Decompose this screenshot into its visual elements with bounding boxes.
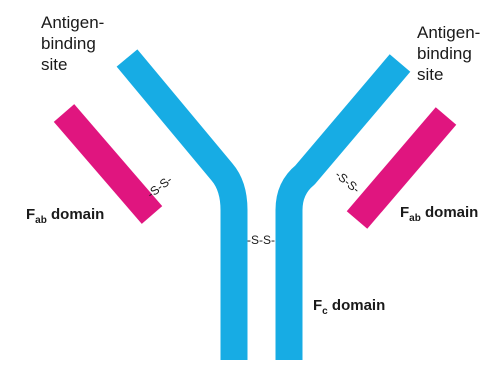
antigen-binding-site-left-line2: binding bbox=[41, 34, 96, 53]
antigen-binding-site-right-line1: Antigen- bbox=[417, 23, 480, 42]
fab-right-subscript: ab bbox=[409, 213, 421, 224]
light-chain-right bbox=[346, 107, 457, 229]
heavy-chain-right bbox=[275, 54, 411, 360]
fc-prefix: F bbox=[313, 297, 322, 314]
heavy-chain-left bbox=[116, 49, 248, 360]
fab-left-subscript: ab bbox=[35, 215, 47, 226]
fab-right-prefix: F bbox=[400, 204, 409, 221]
light-chain-left bbox=[53, 104, 163, 224]
fab-domain-label-right: Fab domain bbox=[400, 204, 478, 224]
fc-suffix: domain bbox=[328, 297, 386, 314]
fab-left-prefix: F bbox=[26, 206, 35, 223]
fc-subscript: c bbox=[322, 306, 328, 317]
antigen-binding-site-left-line1: Antigen- bbox=[41, 13, 104, 32]
disulfide-bond-center: -S-S- bbox=[247, 233, 275, 247]
antigen-binding-site-right-line3: site bbox=[417, 65, 443, 84]
antigen-binding-site-left-line3: site bbox=[41, 55, 67, 74]
fab-right-suffix: domain bbox=[421, 204, 479, 221]
disulfide-bond-left: -S-S- bbox=[144, 173, 175, 201]
fc-domain-label: Fc domain bbox=[313, 297, 385, 317]
fab-left-suffix: domain bbox=[47, 206, 105, 223]
disulfide-bond-right: -S-S- bbox=[332, 168, 362, 197]
antigen-binding-site-right-line2: binding bbox=[417, 44, 472, 63]
fab-domain-label-left: Fab domain bbox=[26, 206, 104, 226]
